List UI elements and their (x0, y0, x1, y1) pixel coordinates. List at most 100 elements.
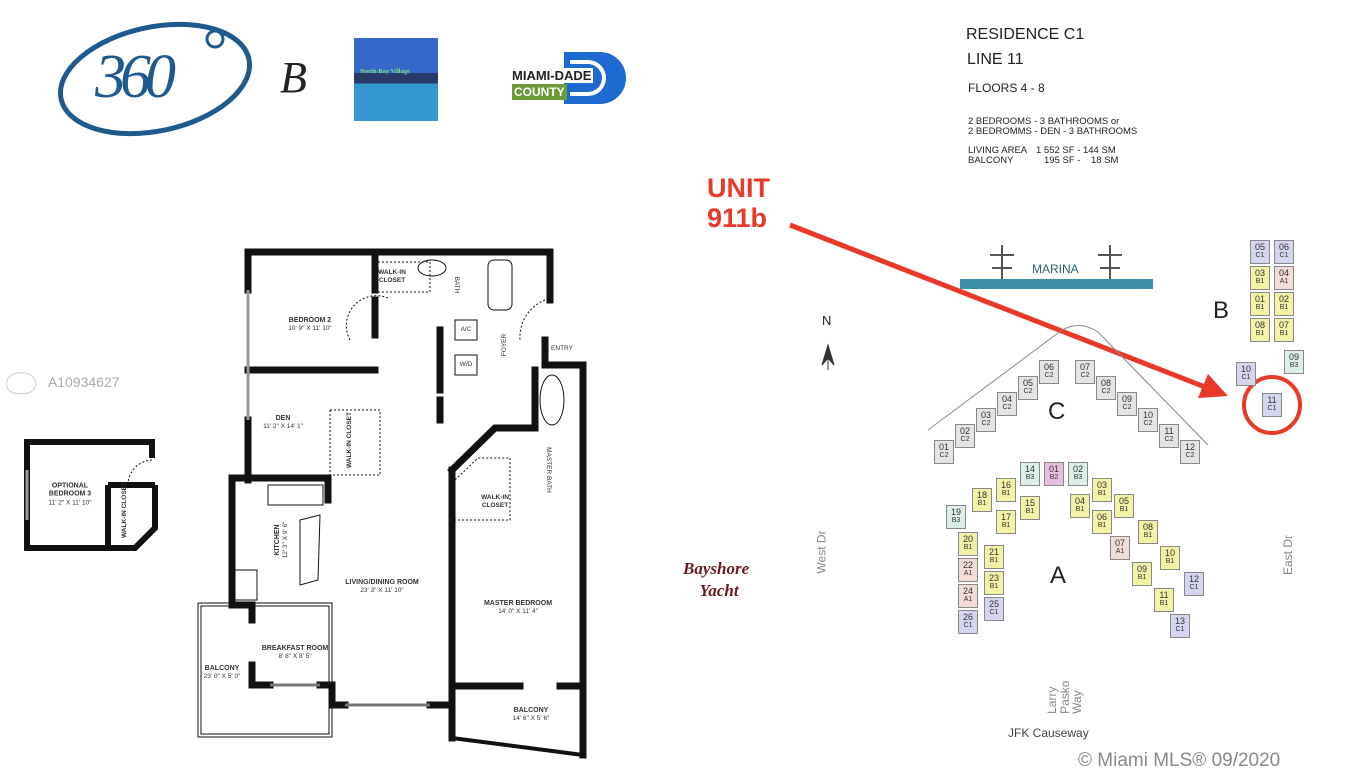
unit-type: C2 (1044, 372, 1054, 379)
unit-type: C1 (1241, 374, 1251, 381)
marina-label: MARINA (1032, 262, 1079, 276)
unit-number: 05 (1022, 378, 1033, 388)
unit-number: 07 (1114, 538, 1125, 548)
house-sketch-icon (6, 372, 36, 394)
unit-type: B1 (1001, 490, 1011, 497)
unit-number: 01 (938, 442, 949, 452)
ac-label: A/C (460, 326, 472, 334)
unit-type: B3 (1025, 474, 1035, 481)
unit-number: 09 (1288, 352, 1299, 362)
unit-type: B1 (1255, 330, 1265, 337)
unit-type: A1 (1279, 278, 1289, 285)
unit-type: B1 (1097, 522, 1107, 529)
unit-callout-line1: UNIT (707, 173, 770, 203)
unit-type: C2 (1080, 372, 1090, 379)
mls-id: A10934627 (6, 372, 120, 394)
bath-label: BATH (452, 276, 460, 294)
walkin-closet-3: WALK-IN CLOSET (481, 494, 509, 509)
unit-number: 07 (1278, 320, 1289, 330)
unit-number: 03 (1254, 268, 1265, 278)
unit-number: 19 (950, 507, 961, 517)
unit-type: C2 (939, 452, 949, 459)
unit-number: 04 (1001, 394, 1012, 404)
red-arrow-head-icon (1198, 374, 1228, 398)
miami-dade-text: MIAMI-DADE (512, 68, 594, 83)
unit-type: B1 (1279, 304, 1289, 311)
unit-number: 02 (959, 426, 970, 436)
unit-number: 03 (1096, 480, 1107, 490)
unit-type: B1 (1097, 490, 1107, 497)
county-text: COUNTY (512, 84, 567, 100)
unit-number: 10 (1142, 410, 1153, 420)
unit-number: 02 (1072, 464, 1083, 474)
unit-type: B1 (1165, 558, 1175, 565)
unit-type: C2 (1101, 388, 1111, 395)
residence-layout-1: 2 BEDROOMS - 3 BATHROOMS or (968, 116, 1120, 127)
unit-number: 04 (1278, 268, 1289, 278)
residence-floors: FLOORS 4 - 8 (968, 81, 1045, 95)
unit-type: B1 (1159, 600, 1169, 607)
unit-number: 24 (962, 586, 973, 596)
walkin-closet-2: WALK-IN CLOSET (346, 412, 354, 468)
unit-type: B2 (1049, 474, 1059, 481)
unit-number: 10 (1164, 548, 1175, 558)
unit-number: 14 (1024, 464, 1035, 474)
unit-number: 06 (1043, 362, 1054, 372)
unit-type: C2 (960, 436, 970, 443)
unit-type: C2 (981, 420, 991, 427)
unit-type: C2 (1164, 436, 1174, 443)
west-dr-label: West Dr (814, 530, 829, 574)
unit-number: 25 (988, 599, 999, 609)
unit-number: 07 (1079, 362, 1090, 372)
logo-north-bay-village: North Bay Village (354, 38, 438, 121)
unit-number: 08 (1142, 522, 1153, 532)
unit-number: 06 (1278, 242, 1289, 252)
bayshore-yacht-label: Bayshore Yacht (683, 558, 749, 602)
unit-number: 09 (1121, 394, 1132, 404)
yacht-text: Yacht (699, 581, 739, 601)
logo-miami-dade: MIAMI-DADE COUNTY (512, 52, 628, 104)
unit-number: 12 (1184, 442, 1195, 452)
building-c-label: C (1048, 398, 1066, 425)
residence-line: LINE 11 (967, 51, 1024, 68)
unit-type: C1 (989, 609, 999, 616)
balcony-label: BALCONY (968, 155, 1014, 166)
logo-360: 360 (55, 14, 260, 139)
unit-number: 21 (988, 547, 999, 557)
unit-type: B3 (1073, 474, 1083, 481)
highlight-circle (1242, 375, 1302, 435)
unit-type: B1 (1255, 304, 1265, 311)
unit-number: 12 (1188, 574, 1199, 584)
unit-type: B1 (1143, 532, 1153, 539)
unit-type: B1 (1025, 508, 1035, 515)
unit-number: 16 (1000, 480, 1011, 490)
unit-number: 02 (1278, 294, 1289, 304)
unit-number: 10 (1240, 364, 1251, 374)
unit-number: 04 (1074, 496, 1085, 506)
unit-type: B1 (1119, 506, 1129, 513)
